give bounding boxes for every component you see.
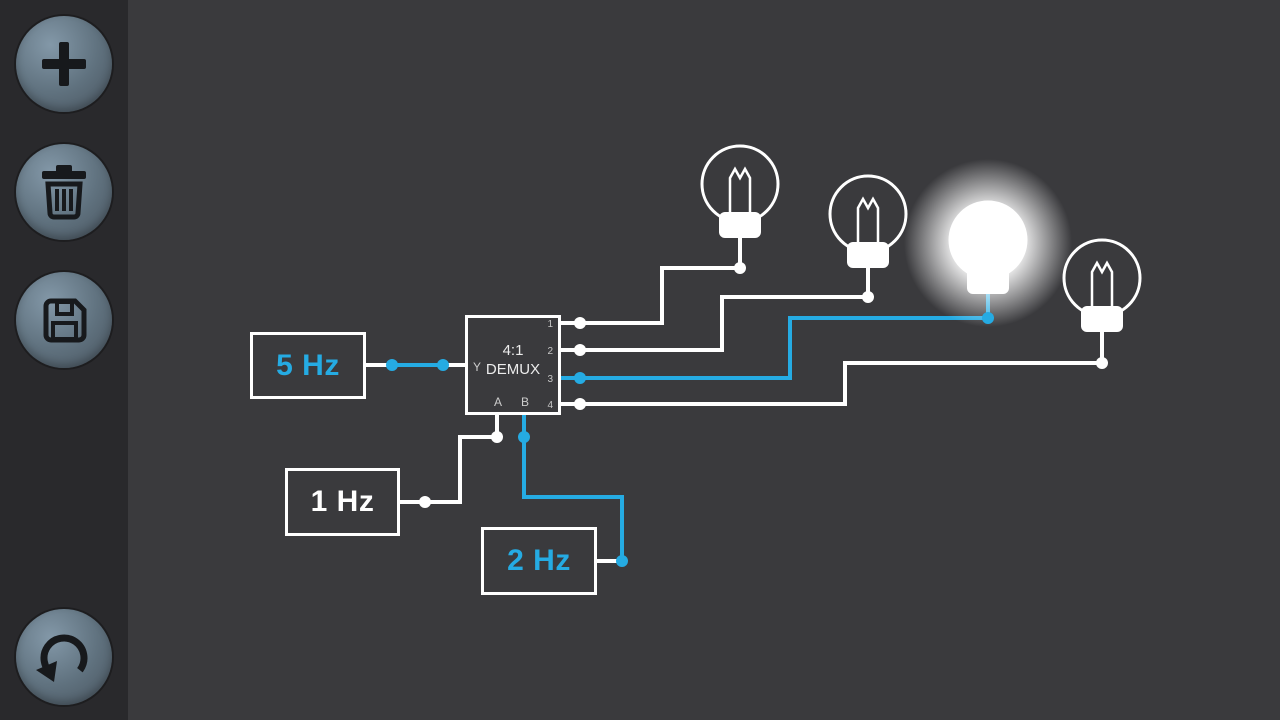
connection-dot[interactable] [1096, 357, 1108, 369]
bulb-glass [828, 174, 908, 254]
demux-select-a-label: A [494, 395, 503, 409]
connection-dot[interactable] [574, 344, 586, 356]
demux-title: 4:1 DEMUX [468, 341, 558, 379]
undo-arrow-icon [36, 634, 88, 682]
bulb-glass [948, 200, 1028, 280]
connection-dot[interactable] [982, 312, 994, 324]
connection-dot[interactable] [616, 555, 628, 567]
bulb-filament [1090, 260, 1114, 307]
demux-output-pin-label: 1 [547, 319, 553, 330]
demux-title-line2: DEMUX [485, 361, 541, 378]
add-component-button[interactable] [16, 16, 112, 112]
undo-button[interactable] [16, 609, 112, 705]
wire-out3-to-bulb3[interactable] [580, 316, 988, 380]
wire-out1-to-bulb1[interactable] [580, 266, 740, 325]
light-bulb-4[interactable] [1062, 238, 1142, 332]
bulb-filament [856, 196, 880, 243]
clock-source-2hz[interactable]: 2 Hz [481, 527, 597, 595]
connection-dot[interactable] [386, 359, 398, 371]
clock-source-label: 5 Hz [276, 348, 340, 382]
bulb-filament [728, 166, 752, 213]
bulb-cap [719, 212, 761, 238]
connection-dot[interactable] [574, 317, 586, 329]
clock-source-1hz[interactable]: 1 Hz [285, 468, 400, 536]
connection-dot[interactable] [734, 262, 746, 274]
bulb-glass [1062, 238, 1142, 318]
demux-title-line1: 4:1 [502, 342, 524, 359]
plus-icon [42, 42, 86, 86]
demux-output-pin-label: 4 [547, 400, 553, 411]
demux-component[interactable]: 4:1 DEMUX Y A B 1 2 3 4 [465, 315, 561, 415]
light-bulb-1[interactable] [700, 144, 780, 238]
connection-dots [386, 262, 1108, 567]
wire-1hz-to-a[interactable] [425, 435, 497, 504]
wire-out2-to-bulb2[interactable] [580, 295, 868, 352]
clock-source-label: 2 Hz [507, 544, 571, 577]
demux-output-pin-label: 2 [547, 346, 553, 357]
connection-dot[interactable] [574, 372, 586, 384]
toolbar [0, 0, 128, 720]
connection-dot[interactable] [574, 398, 586, 410]
wire-2hz-to-b[interactable] [522, 437, 624, 561]
save-button[interactable] [16, 272, 112, 368]
connection-dot[interactable] [419, 496, 431, 508]
connection-dot[interactable] [518, 431, 530, 443]
bulb-cap [847, 242, 889, 268]
bulb-cap [967, 268, 1009, 294]
demux-output-pin-label: 3 [547, 374, 553, 385]
light-bulb-2[interactable] [828, 174, 908, 268]
clock-source-5hz[interactable]: 5 Hz [250, 332, 366, 399]
trash-icon [42, 165, 86, 220]
delete-button[interactable] [16, 144, 112, 240]
connection-dot[interactable] [437, 359, 449, 371]
wire-out4-to-bulb4[interactable] [580, 361, 1102, 406]
demux-select-b-label: B [521, 395, 530, 409]
connection-dot[interactable] [862, 291, 874, 303]
clock-source-label: 1 Hz [310, 485, 375, 518]
demux-input-pin-label: Y [473, 360, 482, 374]
bulb-glass [700, 144, 780, 224]
bulb-cap [1081, 306, 1123, 332]
light-bulb-3[interactable] [904, 159, 1072, 327]
connection-dot[interactable] [491, 431, 503, 443]
floppy-disk-icon [43, 298, 87, 343]
